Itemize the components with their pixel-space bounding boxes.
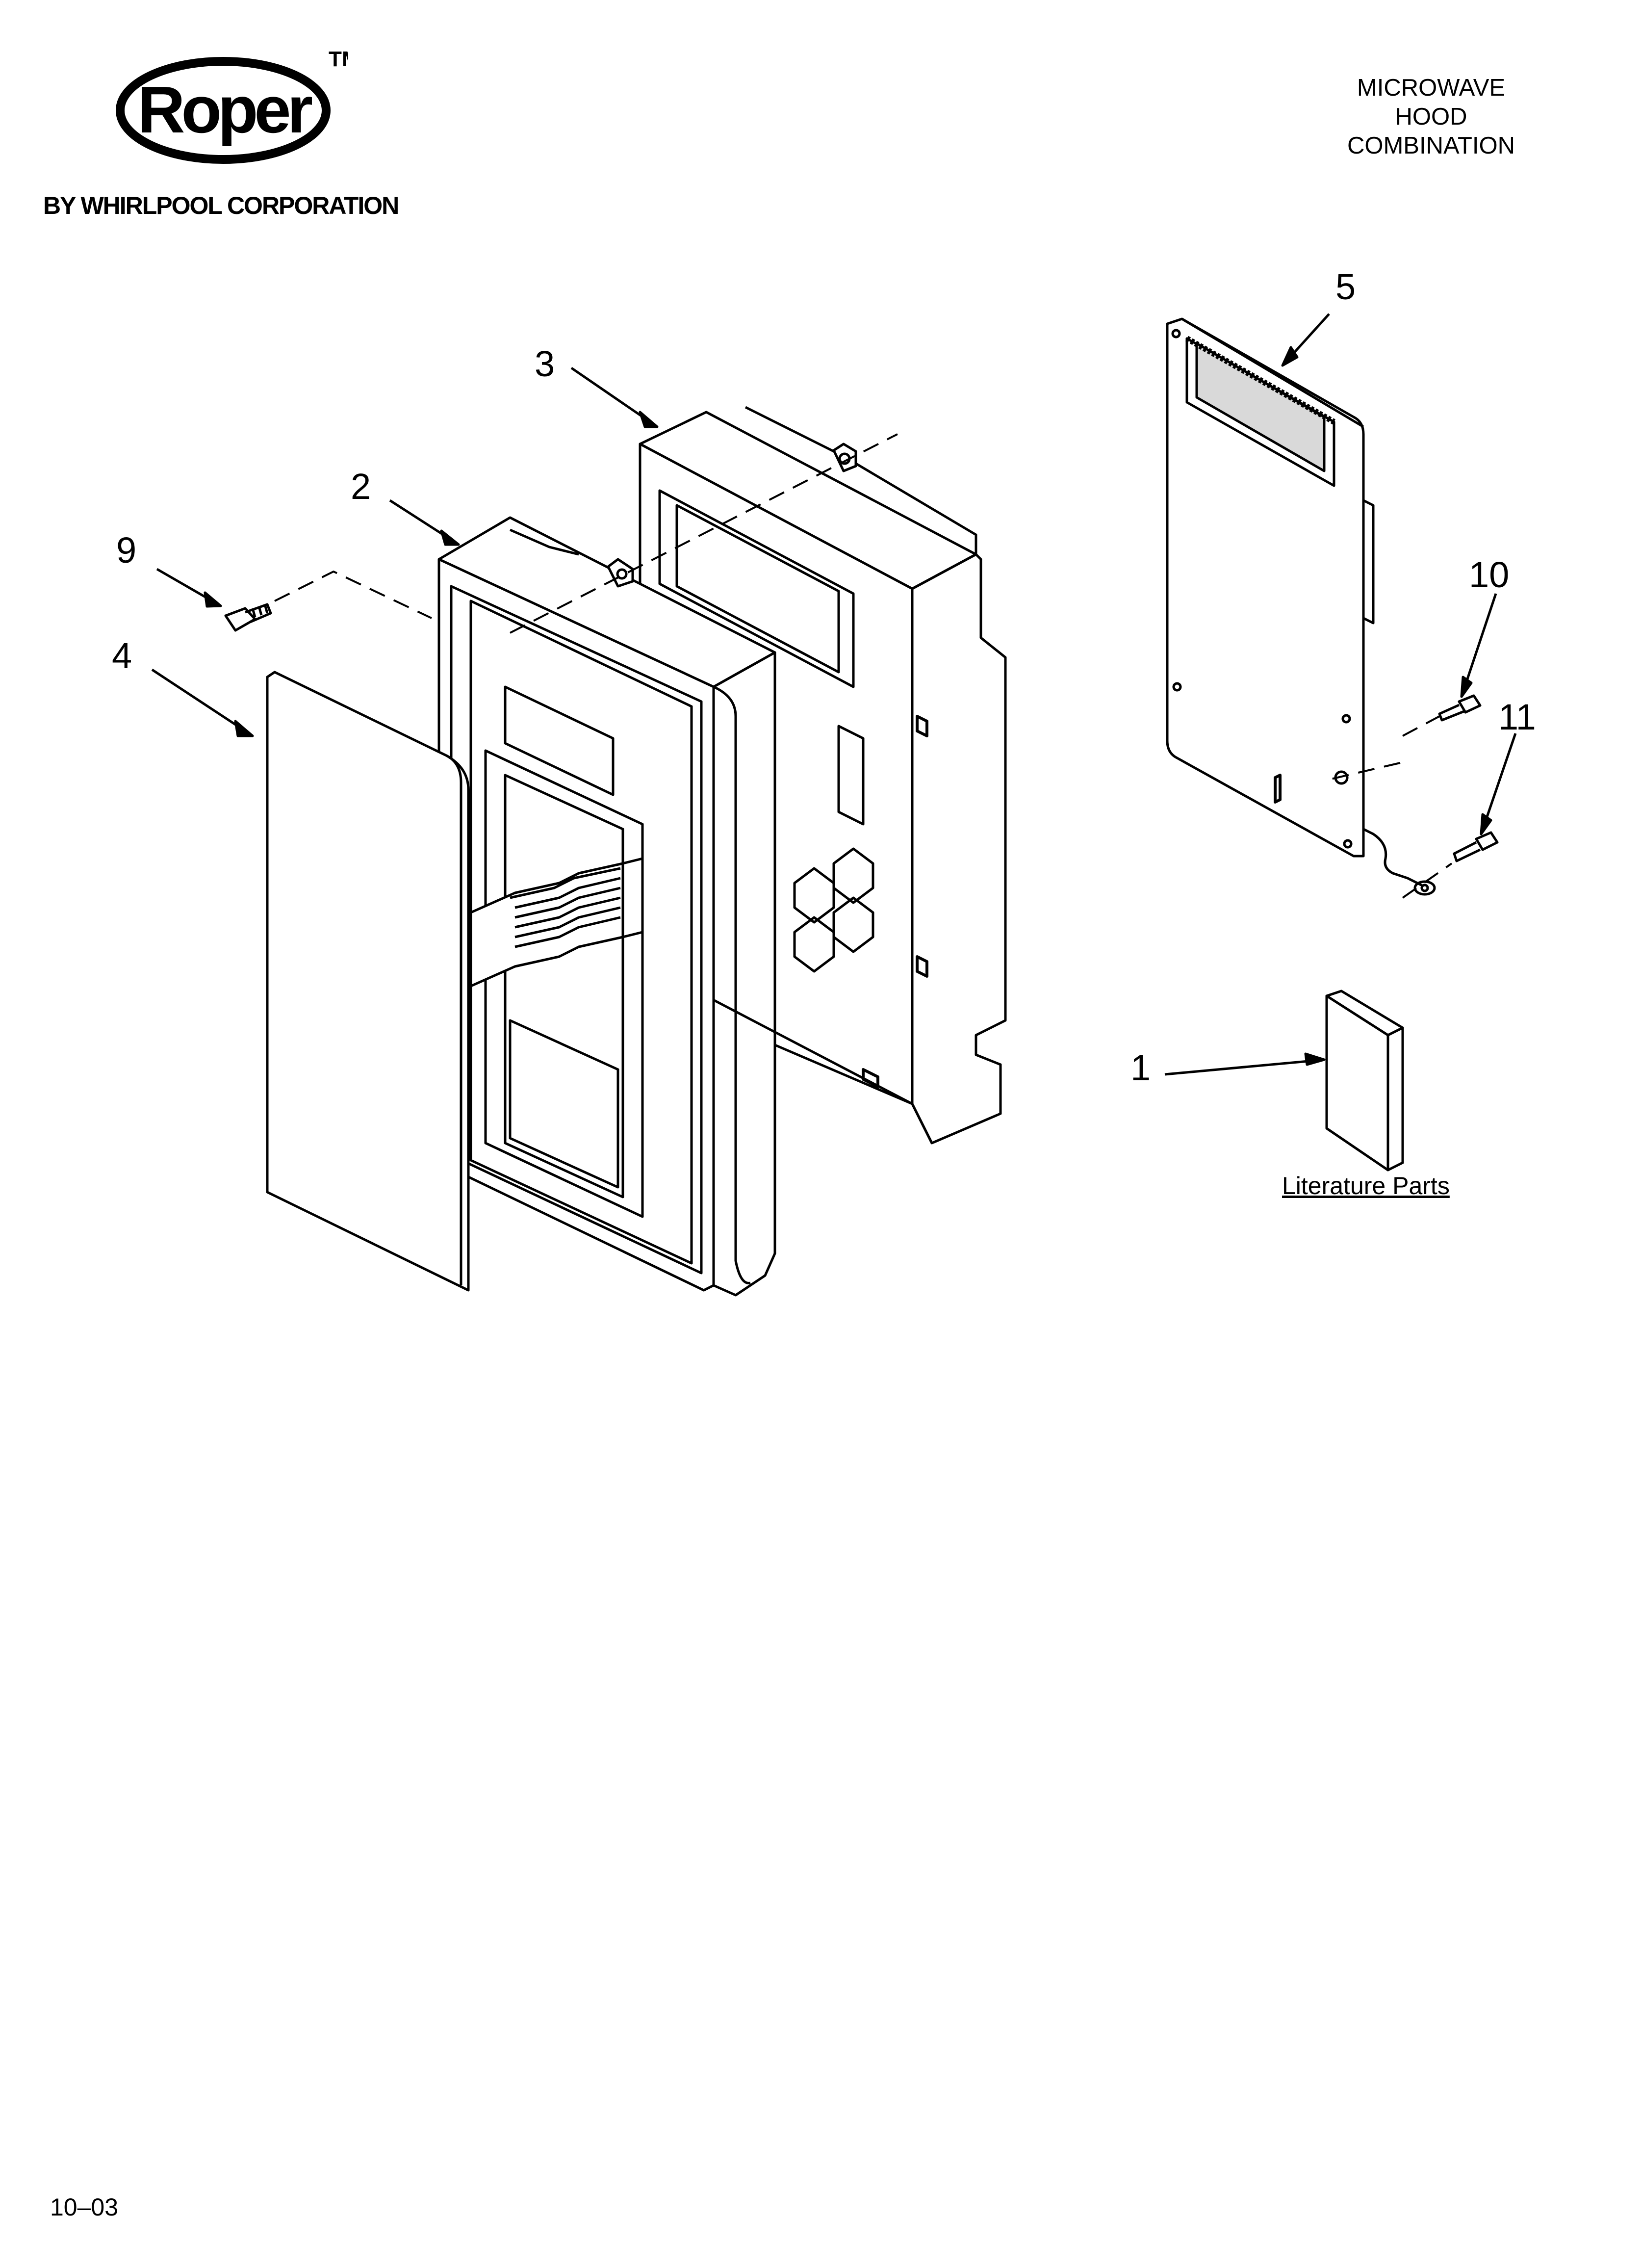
- callout-2: 2: [351, 466, 371, 507]
- roper-logo: Roper TM: [116, 47, 348, 164]
- callout-9: 9: [116, 530, 137, 571]
- callout-1: 1: [1130, 1047, 1151, 1088]
- assembly-lines: [274, 433, 1453, 899]
- callout-3: 3: [535, 343, 555, 384]
- logo-text: Roper: [137, 73, 312, 147]
- callout-10: 10: [1469, 554, 1510, 595]
- callout-5: 5: [1335, 266, 1356, 307]
- callout-11: 11: [1498, 697, 1536, 737]
- title-line-3: COMBINATION: [1347, 132, 1515, 159]
- part-2-control-panel-frame: [437, 516, 776, 1297]
- title-line-2: HOOD: [1395, 104, 1467, 130]
- part-1-literature: [1325, 990, 1404, 1172]
- part-10-screw: [1438, 694, 1482, 722]
- part-5-control-board: [1166, 317, 1436, 896]
- callout-4: 4: [112, 635, 132, 676]
- title-line-1: MICROWAVE: [1357, 75, 1506, 101]
- part-11-screw: [1453, 831, 1499, 862]
- document-title: MICROWAVE HOOD COMBINATION: [1284, 74, 1578, 160]
- date-code: 10–03: [50, 2193, 119, 2221]
- brand-byline: BY WHIRLPOOL CORPORATION: [43, 192, 399, 219]
- part-9-screw: [224, 603, 272, 632]
- trademark-mark: TM: [329, 47, 348, 71]
- leader-arrows: [151, 313, 1517, 1076]
- literature-parts-label: Literature Parts: [1282, 1172, 1450, 1199]
- part-4-overlay-panel: [266, 671, 470, 1292]
